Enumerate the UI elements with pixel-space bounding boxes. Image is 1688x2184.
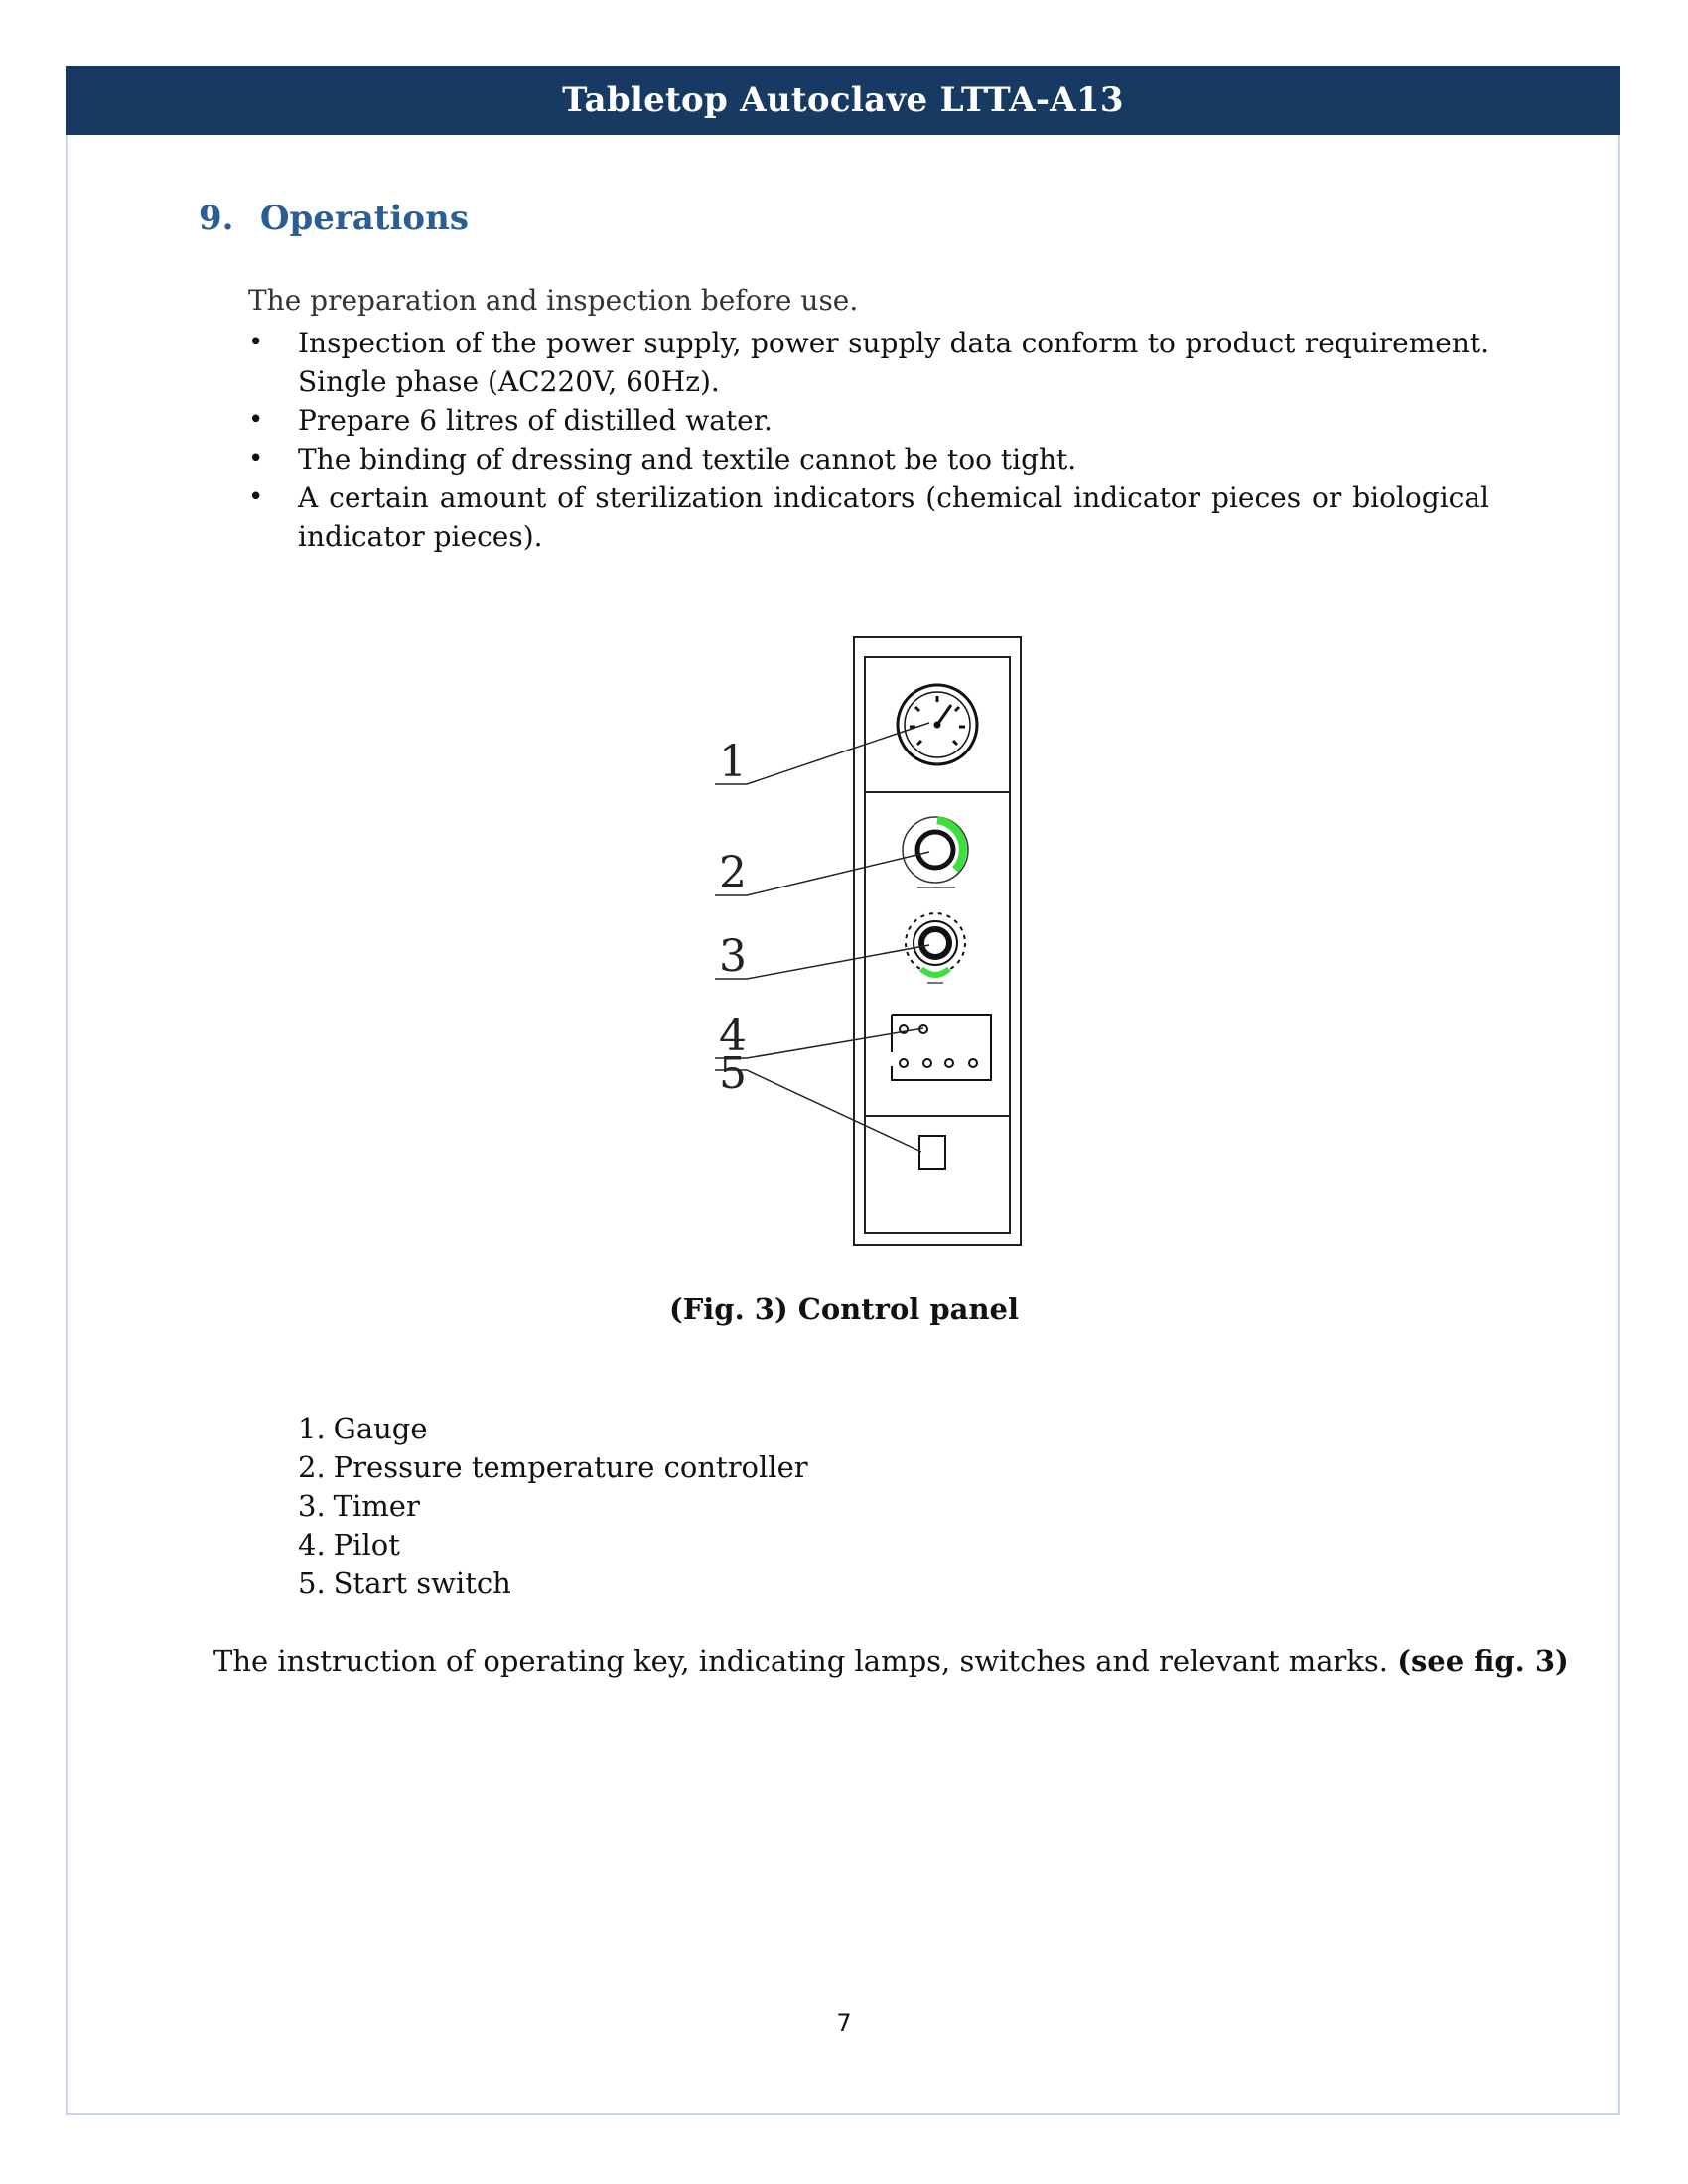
- section-number: 9.: [199, 199, 234, 238]
- closing-text: The instruction of operating key, indica…: [213, 1644, 1389, 1678]
- list-item: 5.Start switch: [298, 1565, 808, 1603]
- figure-reference: (see fig. 3): [1397, 1644, 1569, 1678]
- panel-housing: [853, 636, 1022, 1246]
- list-item-text: Prepare 6 litres of distilled water.: [298, 404, 773, 437]
- component-legend: 1.Gauge 2.Pressure temperature controlle…: [298, 1410, 808, 1603]
- preparation-list: • Inspection of the power supply, power s…: [248, 324, 1489, 556]
- legend-label: Start switch: [333, 1567, 511, 1600]
- callout-2: 2: [719, 848, 747, 898]
- figure-caption: (Fig. 3) Control panel: [668, 1293, 1020, 1326]
- legend-number: 2.: [298, 1450, 326, 1484]
- pilot-lamps-icon: [891, 1014, 992, 1081]
- legend-label: Timer: [333, 1489, 420, 1523]
- legend-number: 4.: [298, 1528, 326, 1562]
- bullet-icon: •: [248, 405, 264, 435]
- list-item-text: The binding of dressing and textile cann…: [298, 443, 1077, 476]
- panel-inner: [864, 656, 1011, 1234]
- legend-label: Pilot: [333, 1528, 400, 1562]
- timer-icon: [905, 912, 966, 984]
- list-item: • A certain amount of sterilization indic…: [248, 478, 1489, 556]
- control-panel-figure: 1 2 3 4 5: [715, 636, 1022, 1246]
- intro-text: The preparation and inspection before us…: [248, 284, 859, 317]
- list-item: • The binding of dressing and textile can…: [248, 440, 1489, 478]
- callout-5: 5: [719, 1048, 747, 1099]
- legend-label: Gauge: [333, 1412, 428, 1445]
- document-header: Tabletop Autoclave LTTA-A13: [66, 66, 1620, 135]
- callout-1: 1: [719, 737, 747, 787]
- start-switch-icon: [918, 1135, 946, 1170]
- bullet-icon: •: [248, 328, 264, 357]
- list-item-text: A certain amount of sterilization indica…: [298, 481, 1489, 553]
- list-item: • Prepare 6 litres of distilled water.: [248, 401, 1489, 440]
- bullet-icon: •: [248, 482, 264, 512]
- closing-paragraph: The instruction of operating key, indica…: [213, 1644, 1569, 1678]
- list-item: • Inspection of the power supply, power s…: [248, 324, 1489, 401]
- legend-number: 3.: [298, 1489, 326, 1523]
- page-number: 7: [836, 2009, 852, 2037]
- bullet-icon: •: [248, 444, 264, 474]
- legend-number: 1.: [298, 1412, 326, 1445]
- document-title: Tabletop Autoclave LTTA-A13: [562, 80, 1124, 120]
- section-heading: 9. Operations: [199, 199, 469, 238]
- gauge-icon: [896, 683, 979, 766]
- list-item-text: Inspection of the power supply, power su…: [298, 327, 1489, 398]
- list-item: 4.Pilot: [298, 1526, 808, 1565]
- list-item: 3.Timer: [298, 1487, 808, 1526]
- temperature-controller-icon: [902, 816, 969, 888]
- list-item: 2.Pressure temperature controller: [298, 1448, 808, 1487]
- callout-3: 3: [719, 931, 747, 982]
- callout-4: 4: [719, 1011, 747, 1061]
- legend-label: Pressure temperature controller: [333, 1450, 808, 1484]
- legend-number: 5.: [298, 1567, 326, 1600]
- list-item: 1.Gauge: [298, 1410, 808, 1448]
- section-title: Operations: [259, 199, 469, 238]
